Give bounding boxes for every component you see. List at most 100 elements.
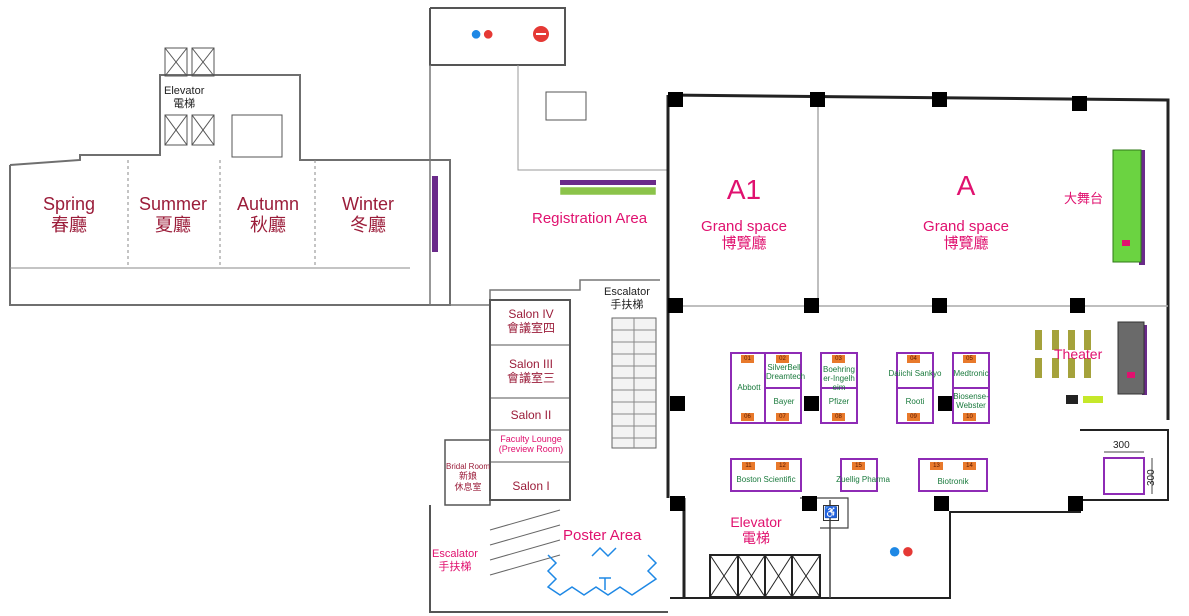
booth-number: 12 bbox=[776, 462, 789, 470]
booth-number: 13 bbox=[930, 462, 943, 470]
escalator-mid-zh: 手扶梯 bbox=[610, 298, 644, 311]
booth-number: 10 bbox=[963, 413, 976, 421]
elevator-label-top-en: Elevator bbox=[164, 85, 205, 97]
booth-number: 09 bbox=[907, 413, 920, 421]
registration-desk-bar bbox=[560, 180, 656, 185]
hall-autumn[interactable]: Autumn 秋廳 bbox=[226, 194, 310, 235]
pillar bbox=[668, 298, 683, 313]
bridal-room-zh-1: 新娘 bbox=[458, 471, 477, 482]
big-stage-label: 大舞台 bbox=[1064, 191, 1104, 206]
booth-silverbell-dreamtech[interactable]: SilverBell Dreamtech bbox=[766, 363, 806, 381]
booth-divider bbox=[896, 387, 934, 389]
escalator-mid-en: Escalator bbox=[604, 286, 650, 298]
booth-boehringer-ingelheim[interactable]: Boehringer-Ingelheim bbox=[822, 365, 856, 392]
elevator-box-reg bbox=[545, 91, 587, 121]
salon-4-name: Salon IV bbox=[508, 307, 554, 321]
booth-zuellig-pharma[interactable]: Zuellig Pharma bbox=[836, 475, 890, 484]
pillar bbox=[932, 298, 947, 313]
escalator-label-mid: Escalator 手扶梯 bbox=[604, 286, 650, 311]
faculty-lounge[interactable]: Faculty Lounge (Preview Room) bbox=[492, 434, 570, 455]
elevator-shaft-top-1 bbox=[164, 47, 188, 77]
salon-1[interactable]: Salon I bbox=[496, 479, 566, 494]
hall-summer[interactable]: Summer 夏廳 bbox=[131, 194, 215, 235]
booth-number: 02 bbox=[776, 355, 789, 363]
salon-2[interactable]: Salon II bbox=[496, 408, 566, 423]
registration-desk-green bbox=[559, 186, 657, 196]
faculty-lounge-name: Faculty Lounge bbox=[500, 434, 562, 444]
booth-boston-scientific[interactable]: Boston Scientific bbox=[736, 475, 796, 484]
grand-space-a[interactable]: A Grand space 博覽廳 bbox=[914, 170, 1018, 253]
salon-3-name: Salon III bbox=[508, 357, 554, 371]
elevator-label-bottom: Elevator 電梯 bbox=[726, 514, 786, 546]
salon-3-name-zh: 會議室三 bbox=[506, 370, 555, 385]
booth-rooti[interactable]: Rooti bbox=[905, 397, 925, 406]
theater-desk-black bbox=[1066, 395, 1078, 404]
salon-4[interactable]: Salon IV 會議室四 bbox=[496, 307, 566, 336]
poster-area-label[interactable]: Poster Area bbox=[563, 527, 642, 544]
hall-spring-name-zh: 春廳 bbox=[51, 214, 87, 235]
booth-biosense-webster[interactable]: Biosense-Webster bbox=[953, 392, 989, 410]
bridal-room[interactable]: Bridal Room 新娘 休息室 bbox=[444, 462, 492, 492]
pillar bbox=[670, 396, 685, 411]
registration-area-label[interactable]: Registration Area bbox=[532, 210, 648, 227]
bridal-room-name: Bridal Room bbox=[445, 462, 490, 471]
booth-biotronik[interactable]: Biotronik bbox=[937, 477, 969, 486]
big-stage-back bbox=[1139, 150, 1145, 265]
booth-pfizer[interactable]: Pfizer bbox=[828, 397, 850, 406]
hall-winter-name: Winter bbox=[341, 194, 394, 214]
wall-bridal bbox=[444, 439, 491, 506]
wall-corridor bbox=[429, 65, 660, 306]
booth-daiichi-sankyo[interactable]: Daiichi Sankyo bbox=[888, 369, 942, 378]
grand-space-a1-zh: 博覽廳 bbox=[721, 235, 767, 253]
elevator-shaft-mid-1 bbox=[164, 114, 188, 146]
grand-space-a-code: A bbox=[956, 170, 976, 201]
wheelchair-icon: ♿ bbox=[823, 505, 839, 521]
theater-seats bbox=[1035, 330, 1091, 378]
booth-number: 06 bbox=[741, 413, 754, 421]
salon-3[interactable]: Salon III 會議室三 bbox=[496, 357, 566, 386]
poster-zigzag-top bbox=[591, 546, 617, 558]
elevator-shaft-top-2 bbox=[191, 47, 215, 77]
restroom-icon: ●● bbox=[470, 23, 495, 45]
booth-number: 03 bbox=[832, 355, 845, 363]
pillar bbox=[810, 92, 825, 107]
booth-number: 04 bbox=[907, 355, 920, 363]
booth-number: 15 bbox=[852, 462, 865, 470]
elevator-shaft-x bbox=[191, 47, 215, 77]
pillar bbox=[934, 496, 949, 511]
theater-label: Theater bbox=[1054, 346, 1103, 362]
no-entry-icon bbox=[533, 26, 549, 42]
booth-group-7 bbox=[918, 458, 988, 492]
booth-number: 01 bbox=[741, 355, 754, 363]
stairwell bbox=[231, 114, 283, 158]
theater-stage bbox=[1117, 321, 1145, 395]
elevator-label-top-zh: 電梯 bbox=[173, 97, 196, 110]
restroom-icon: ●● bbox=[888, 538, 915, 563]
hall-summer-name-zh: 夏廳 bbox=[155, 214, 191, 235]
faculty-lounge-sub: (Preview Room) bbox=[498, 444, 564, 455]
hall-autumn-name-zh: 秋廳 bbox=[250, 214, 286, 235]
pillar bbox=[804, 298, 819, 313]
winter-stage-bar bbox=[432, 176, 438, 252]
wall-exhibition bbox=[667, 93, 1170, 420]
theater-marker bbox=[1127, 372, 1135, 378]
booth-abbott[interactable]: Abbott bbox=[737, 383, 761, 392]
pillar bbox=[932, 92, 947, 107]
pillar bbox=[1070, 298, 1085, 313]
booth-divider bbox=[952, 387, 990, 389]
wall-salon-block bbox=[489, 299, 571, 501]
grand-space-a1[interactable]: A1 Grand space 博覽廳 bbox=[692, 174, 796, 253]
booth-bayer[interactable]: Bayer bbox=[773, 397, 795, 406]
booth-medtronic[interactable]: Medtronic bbox=[953, 369, 989, 378]
booth-number: 14 bbox=[963, 462, 976, 470]
dimension-height: 300 bbox=[1146, 469, 1157, 486]
bridal-room-zh-2: 休息室 bbox=[454, 481, 482, 492]
hall-spring[interactable]: Spring 春廳 bbox=[36, 194, 102, 235]
elevator-shaft-x bbox=[191, 114, 215, 146]
elevator-bottom-zh: 電梯 bbox=[742, 530, 770, 547]
escalator-bottom-en: Escalator bbox=[432, 548, 478, 560]
pillar bbox=[938, 396, 953, 411]
hall-winter[interactable]: Winter 冬廳 bbox=[332, 194, 404, 235]
